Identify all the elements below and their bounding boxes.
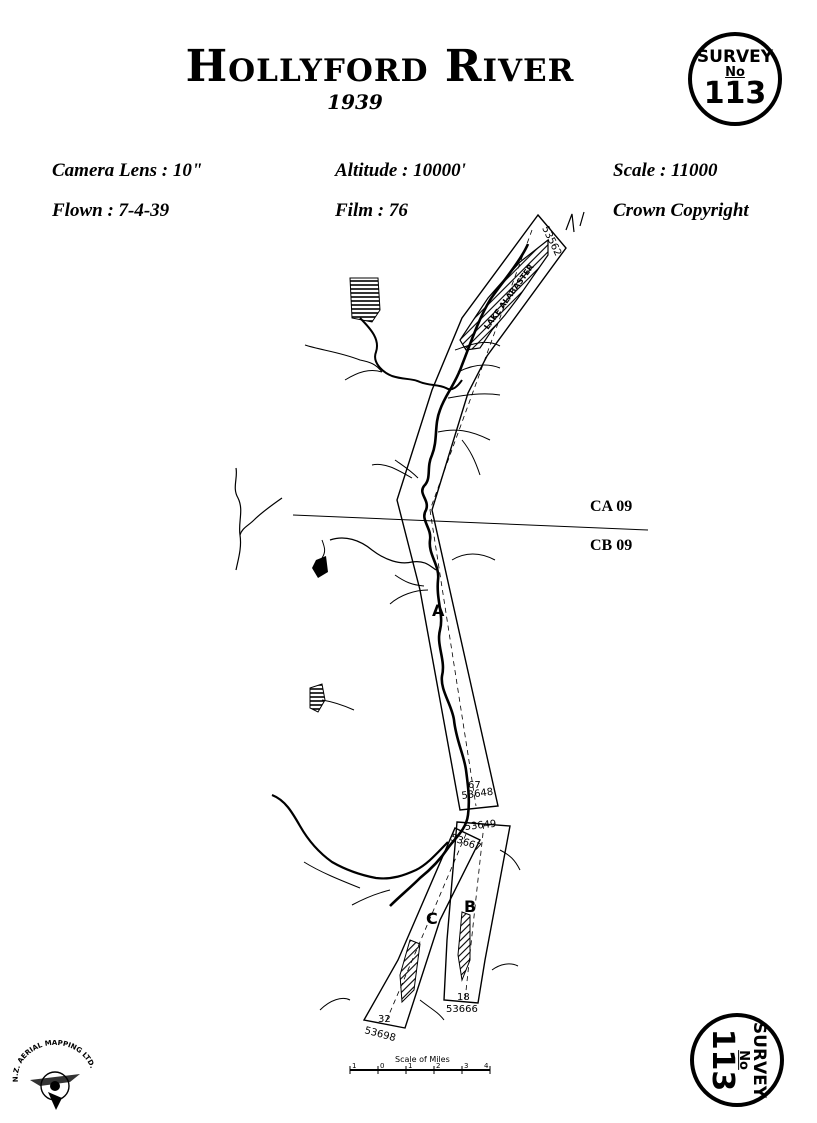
sheet-boundary-line — [292, 514, 649, 531]
logo-text: N.Z. AERIAL MAPPING LTD. — [12, 1040, 97, 1082]
nz-aerial-mapping-logo: N.Z. AERIAL MAPPING LTD. — [12, 1040, 97, 1110]
frame-a-end-frame: 53648 — [461, 787, 494, 802]
scale: Scale : 11000 — [613, 160, 718, 181]
lower-west-tributary — [271, 793, 449, 880]
scale-bar: Scale of Miles 1 0 1 2 3 4 — [349, 1055, 491, 1074]
scale-bar-title: Scale of Miles — [395, 1055, 450, 1064]
frame-a-end-num: 67 — [468, 780, 481, 791]
run-a-strip — [396, 213, 567, 811]
map-title: Hollyford River — [185, 41, 575, 92]
scale-tick-0: 1 — [352, 1062, 356, 1070]
frame-c-end-frame: 53698 — [363, 1025, 397, 1044]
frame-b-start: 53649 — [464, 819, 497, 833]
survey-badge-line1: SURVEY — [696, 47, 774, 67]
run-c-strip — [362, 827, 481, 1029]
run-label-b: B — [464, 897, 476, 916]
small-lake-mid — [309, 683, 326, 713]
camera-lens: Camera Lens : 10" — [52, 160, 203, 181]
sheet-label-upper: CA 09 — [590, 498, 633, 515]
lake-run-b — [457, 911, 471, 982]
sheet-label-lower: CB 09 — [590, 537, 633, 554]
frame-b-end-frame: 53666 — [446, 1004, 478, 1015]
scale-tick-1: 0 — [380, 1062, 384, 1070]
nw-lake — [349, 277, 381, 323]
scale-tick-5: 4 — [484, 1062, 489, 1070]
film: Film : 76 — [335, 200, 408, 221]
scale-tick-3: 2 — [436, 1062, 440, 1070]
survey-badge-bottom: SURVEY No 113 — [690, 1013, 784, 1107]
survey-badge-number: 113 — [703, 76, 767, 111]
flown-date: Flown : 7-4-39 — [52, 200, 170, 221]
small-lake-west — [312, 556, 328, 578]
lake-run-c — [399, 939, 421, 1004]
frame-c-end-num: 32 — [378, 1014, 391, 1025]
run-label-a: A — [432, 601, 445, 620]
western-tributary — [359, 317, 463, 391]
altitude: Altitude : 10000' — [335, 160, 466, 181]
survey-badge-top: SURVEY No 113 — [688, 32, 782, 126]
frame-b-end-num: 18 — [457, 992, 470, 1003]
survey-badge-bottom-line1: SURVEY — [749, 1021, 769, 1099]
run-b-strip — [443, 821, 511, 1004]
crown-copyright: Crown Copyright — [613, 200, 749, 221]
map-year: 1939 — [327, 90, 383, 114]
survey-badge-bottom-number: 113 — [705, 1028, 740, 1092]
scale-tick-2: 1 — [408, 1062, 412, 1070]
scale-tick-4: 3 — [464, 1062, 468, 1070]
run-label-c: C — [426, 909, 438, 928]
survey-badge-line2: No — [725, 65, 745, 80]
